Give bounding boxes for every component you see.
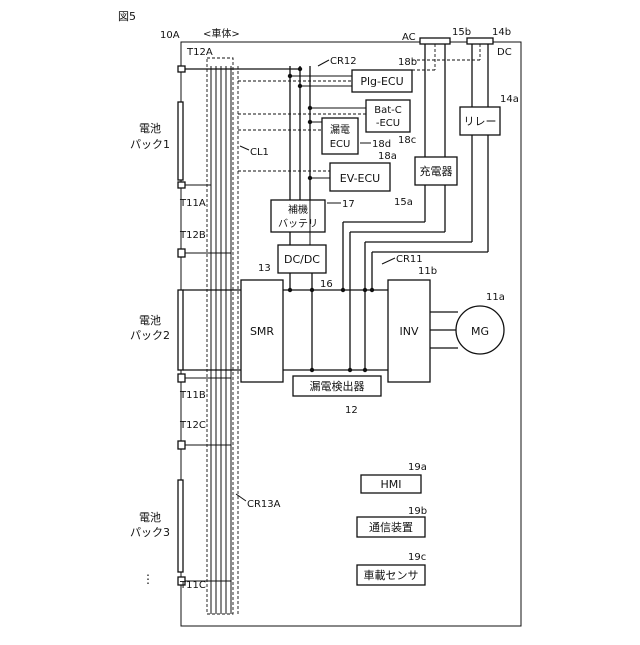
terminal-t11c: T11C — [179, 580, 206, 591]
battery-pack-2-line1: 電池 — [139, 314, 161, 327]
battery-pack-2-line2: パック2 — [130, 329, 170, 342]
terminal-t11b: T11B — [179, 390, 206, 401]
comm-device-label: 通信装置 — [369, 521, 413, 534]
ev-ecu-ref: 18a — [378, 151, 397, 162]
battery-pack-1-line2: パック1 — [130, 138, 170, 151]
relay-label: リレー — [464, 115, 497, 128]
plg-ecu-ref: 18b — [398, 57, 417, 68]
inverter-label: INV — [400, 325, 419, 338]
ac-label: AC — [402, 32, 416, 43]
hmi-label: HMI — [380, 478, 401, 491]
battery-pack-3-line1: 電池 — [139, 511, 161, 524]
harness-cr13a-label: CR13A — [247, 499, 281, 510]
dcdc-ref: 16 — [320, 279, 333, 290]
aux-battery-box: 補機 バッテリ — [271, 200, 325, 232]
sensor-ref: 19c — [408, 552, 426, 563]
bat-c-ecu-ref: 18c — [398, 135, 416, 146]
mg-ref: 11a — [486, 292, 505, 303]
dc-inlet-ref: 14b — [492, 27, 511, 38]
battery-pack-1-line1: 電池 — [139, 122, 161, 135]
battery-pack-3: 電池 パック3 — [130, 441, 185, 585]
relay-box: リレー — [460, 107, 500, 135]
plg-ecu-box: Plg-ECU — [352, 70, 412, 92]
vehicle-body-label: <車体> — [203, 27, 240, 40]
comm-device-ref: 19b — [408, 506, 427, 517]
hmi-box: HMI — [361, 475, 421, 493]
motor-generator: MG — [456, 306, 504, 354]
charger-box: 充電器 — [415, 157, 457, 185]
sensor-box: 車載センサ — [357, 565, 425, 585]
bat-c-ecu-box: Bat-C -ECU — [366, 100, 410, 132]
terminal-t12a: T12A — [186, 47, 213, 58]
hv-bus-cr11-label: CR11 — [396, 254, 423, 265]
more-packs-ellipsis: ⋮ — [142, 572, 154, 586]
harness-cr13a-lines — [211, 66, 231, 614]
bat-c-ecu-line1: Bat-C — [374, 105, 402, 116]
lv-bus-cr12-label: CR12 — [330, 56, 357, 67]
leak-detector-box: 漏電検出器 — [293, 376, 381, 396]
battery-pack-3-line2: パック3 — [130, 526, 170, 539]
sensor-label: 車載センサ — [364, 568, 419, 582]
aux-battery-ref: 17 — [342, 199, 355, 210]
smr-ref: 13 — [258, 263, 271, 274]
plg-ecu-label: Plg-ECU — [360, 75, 403, 88]
mg-label: MG — [471, 325, 489, 338]
terminal-t12c: T12C — [179, 420, 206, 431]
ev-ecu-label: EV-ECU — [340, 172, 380, 185]
vehicle-ref-label: 10A — [160, 30, 180, 41]
leak-ecu-line1: 漏電 — [330, 124, 350, 136]
aux-battery-line2: バッテリ — [278, 218, 318, 230]
charger-ref: 15a — [394, 197, 413, 208]
terminal-t12b: T12B — [179, 230, 206, 241]
leak-detector-ref: 12 — [345, 405, 358, 416]
charger-label: 充電器 — [420, 164, 453, 178]
ac-inlet-ref: 15b — [452, 27, 471, 38]
bat-c-ecu-line2: -ECU — [376, 118, 400, 129]
leak-ecu-line2: ECU — [330, 139, 351, 150]
comm-device-box: 通信装置 — [357, 517, 425, 537]
battery-pack-1: 電池 パック1 — [130, 66, 185, 188]
hmi-ref: 19a — [408, 462, 427, 473]
figure-label: 図5 — [118, 10, 136, 23]
inv-mg-wiring — [430, 312, 458, 348]
battery-pack-2: 電池 パック2 — [130, 249, 185, 382]
dc-label: DC — [497, 47, 512, 58]
smr-box: SMR — [241, 280, 283, 382]
aux-battery-line1: 補機 — [288, 203, 308, 216]
ev-ecu-box: EV-ECU — [330, 163, 390, 191]
inverter-ref: 11b — [418, 266, 437, 277]
dcdc-label: DC/DC — [284, 253, 320, 266]
relay-ref: 14a — [500, 94, 519, 105]
leak-ecu-ref: 18d — [372, 139, 391, 150]
leak-detector-label: 漏電検出器 — [310, 379, 365, 393]
dcdc-box: DC/DC — [278, 245, 326, 273]
comm-line-cl1-label: CL1 — [250, 147, 269, 158]
smr-label: SMR — [250, 325, 274, 338]
leak-ecu-box: 漏電 ECU — [322, 118, 358, 154]
inverter-box: INV — [388, 280, 430, 382]
terminal-t11a: T11A — [179, 198, 206, 209]
